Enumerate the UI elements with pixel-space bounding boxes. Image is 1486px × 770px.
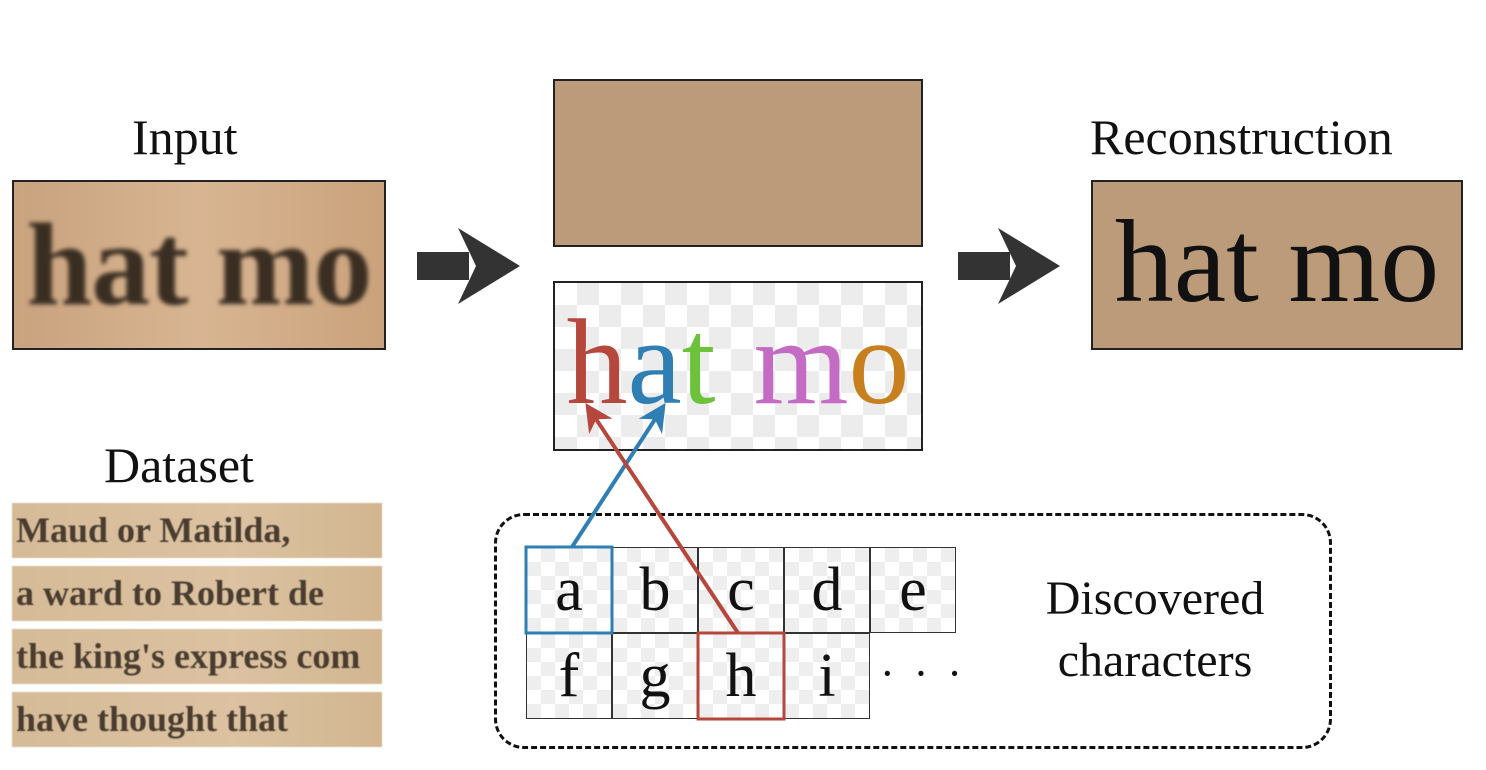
dataset-line: Maud or Matilda, [12, 503, 382, 558]
char-cell-b: b [612, 547, 698, 633]
dataset-line: have thought that [12, 692, 382, 747]
more-characters-ellipsis: · · · [880, 649, 966, 698]
reconstruction-text: hat mo [1114, 196, 1440, 327]
pointer-arrow-h [585, 403, 740, 635]
discovered-characters-label: Discovered characters [1010, 568, 1300, 693]
foreground-glyph: t [681, 295, 716, 430]
arrow-layers-to-reconstruction [958, 228, 1060, 304]
char-grid-row-2: f g h i [526, 633, 870, 719]
dataset-title: Dataset [104, 437, 254, 493]
foreground-glyph: m [753, 295, 849, 430]
char-cell-d: d [784, 547, 870, 633]
char-cell-i: i [784, 633, 870, 719]
input-text: hat mo [26, 199, 373, 330]
discovered-label-line-1: Discovered [1045, 572, 1265, 625]
foreground-layer: hat mo [553, 281, 923, 451]
discovered-characters-frame [494, 513, 1332, 749]
highlight-h-cell [696, 631, 786, 721]
foreground-glyphs: hat mo [567, 302, 910, 424]
input-title: Input [132, 109, 238, 165]
arrow-input-to-layers [417, 228, 520, 304]
reconstruction-title: Reconstruction [1090, 109, 1393, 165]
char-grid-row-1: a b c d e [526, 547, 956, 633]
char-cell-a: a [526, 547, 612, 633]
foreground-glyph: o [848, 295, 910, 430]
discovered-label-line-2: characters [1057, 634, 1253, 688]
reconstruction-image: hat mo [1091, 180, 1463, 350]
char-cell-g: g [612, 633, 698, 719]
dataset-line: a ward to Robert de [12, 566, 382, 621]
char-cell-e: e [870, 547, 956, 633]
highlight-a-cell [524, 545, 614, 635]
char-cell-f: f [526, 633, 612, 719]
input-image: hat mo [12, 180, 386, 350]
background-layer [553, 79, 923, 247]
dataset-line: the king's express com [12, 629, 382, 684]
char-cell-h: h [698, 633, 784, 719]
pointer-arrow-a [570, 402, 666, 549]
